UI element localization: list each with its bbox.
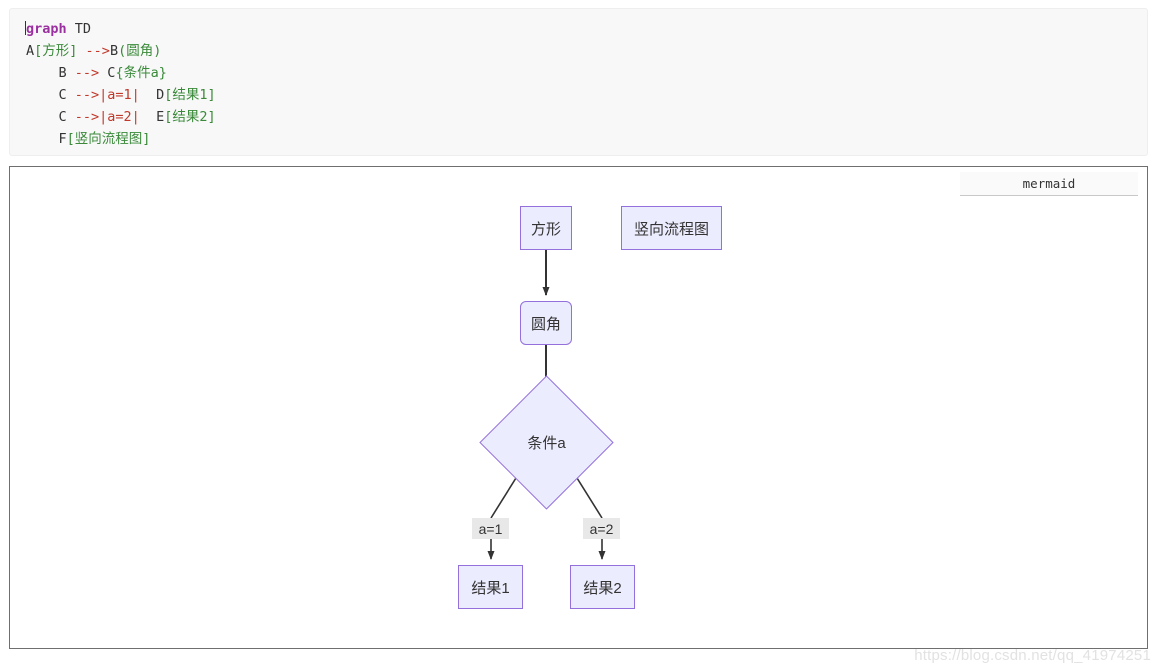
code-line-4: C -->|a=1| D[结果1]: [10, 84, 1147, 106]
node-tiao-jian-a-label: 条件a: [527, 435, 566, 452]
code-line-1: graph TD: [10, 18, 1147, 40]
code-token: {条件a}: [115, 65, 167, 81]
code-token: C: [26, 109, 75, 125]
edge-label-a-equals-2-text: a=2: [589, 520, 614, 537]
code-token: (圆角): [118, 43, 162, 59]
mermaid-language-tag: mermaid: [960, 172, 1138, 196]
csdn-watermark: https://blog.csdn.net/qq_41974251: [914, 647, 1151, 664]
code-token: TD: [66, 21, 92, 37]
code-token: B: [26, 65, 75, 81]
node-jie-guo-2-label: 结果2: [583, 579, 622, 597]
edge-label-a-equals-2: a=2: [583, 518, 620, 539]
node-jie-guo-1[interactable]: 结果1: [458, 565, 523, 609]
code-token: A: [26, 43, 35, 59]
code-token: E: [139, 109, 165, 125]
node-fang-xing-label: 方形: [530, 220, 561, 238]
code-token: [方形]: [34, 43, 78, 59]
node-shu-xiang-liu-cheng-tu-label: 竖向流程图: [633, 220, 709, 238]
node-tiao-jian-a[interactable]: 条件a: [479, 375, 614, 510]
code-token: -->: [74, 65, 100, 81]
code-token: graph: [26, 21, 67, 37]
code-token: [结果1]: [164, 87, 216, 103]
mermaid-language-tag-label: mermaid: [1022, 176, 1076, 191]
code-token: D: [139, 87, 165, 103]
code-token: [结果2]: [164, 109, 216, 125]
node-shu-xiang-liu-cheng-tu[interactable]: 竖向流程图: [621, 206, 722, 250]
node-yuan-jiao-label: 圆角: [530, 315, 561, 333]
diagram-preview-panel: mermaid: [9, 166, 1148, 649]
edge-label-a-equals-1-text: a=1: [478, 520, 503, 537]
code-line-2: A[方形] -->B(圆角): [10, 40, 1147, 62]
code-token: C: [26, 87, 75, 103]
edge-label-a-equals-1: a=1: [472, 518, 509, 539]
code-line-6: F[竖向流程图]: [10, 128, 1147, 150]
node-jie-guo-2[interactable]: 结果2: [570, 565, 635, 609]
code-token: F: [26, 131, 67, 147]
code-token: B: [109, 43, 119, 59]
code-token: C: [99, 65, 116, 81]
node-fang-xing[interactable]: 方形: [520, 206, 572, 250]
code-token: -->: [85, 43, 110, 59]
code-token: [竖向流程图]: [66, 131, 151, 147]
code-token: -->|a=2|: [74, 109, 140, 125]
code-token: [77, 43, 85, 59]
node-jie-guo-1-label: 结果1: [471, 579, 510, 597]
code-line-5: C -->|a=2| E[结果2]: [10, 106, 1147, 128]
code-token: -->|a=1|: [74, 87, 140, 103]
node-yuan-jiao[interactable]: 圆角: [520, 301, 572, 345]
flowchart-graph: 方形 竖向流程图 圆角 条件a a=1 a=2: [10, 167, 1147, 648]
code-line-3: B --> C{条件a}: [10, 62, 1147, 84]
text-caret: [25, 21, 26, 35]
